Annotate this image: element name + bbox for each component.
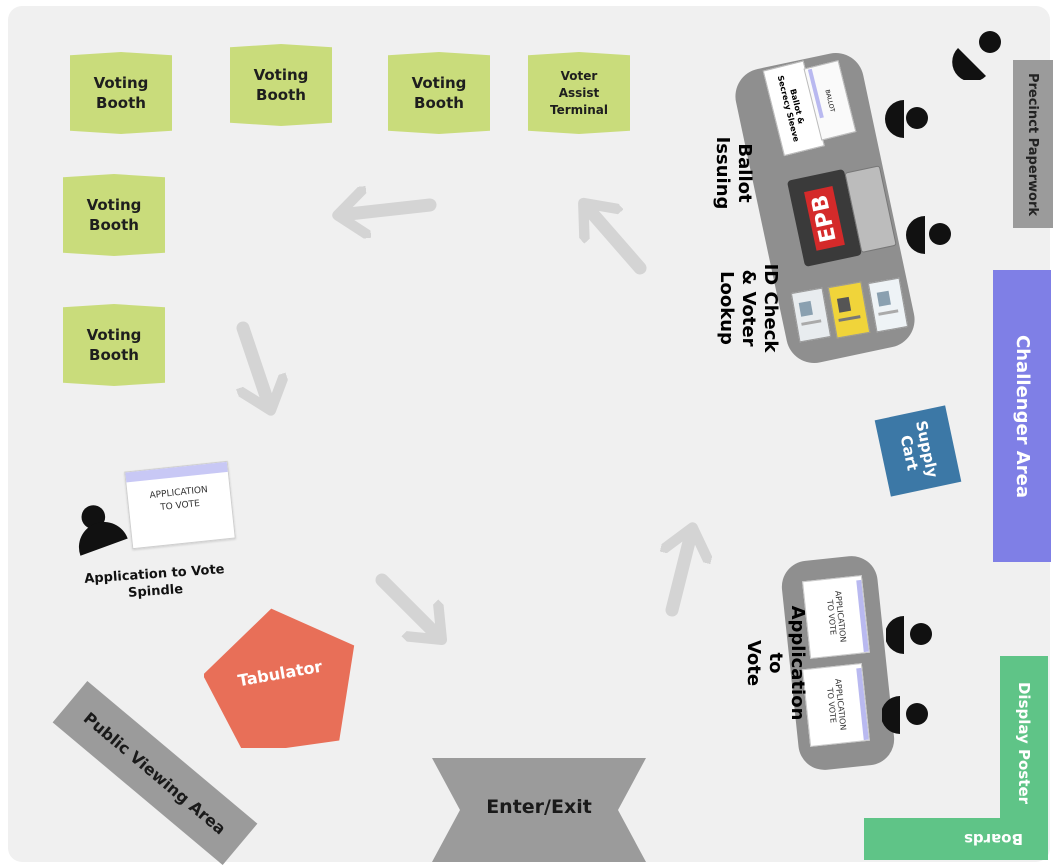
challenger-area-block: Challenger Area	[993, 270, 1051, 562]
arrow-icon	[672, 530, 692, 617]
person-icon	[882, 696, 928, 734]
tabulator-shape	[204, 608, 355, 748]
person-icon	[906, 216, 951, 254]
ballot-issuing-label: Ballot Issuing	[712, 136, 755, 210]
voter-assist-terminal: Voter Assist Terminal	[528, 52, 630, 134]
person-icon	[78, 505, 128, 556]
voting-booth-4: Voting Booth	[63, 174, 165, 256]
voting-booth-3: Voting Booth	[388, 52, 490, 134]
challenger-area-label: Challenger Area	[1011, 334, 1033, 498]
voting-booth-1: Voting Booth	[70, 52, 172, 134]
arrow-icon	[243, 321, 270, 408]
spindle-card: APPLICATION TO VOTE	[124, 460, 236, 550]
precinct-paperwork-label: Precinct Paperwork	[1025, 72, 1041, 216]
id-check-label: ID Check & Voter Lookup	[716, 263, 781, 353]
person-icon	[885, 100, 928, 138]
precinct-paperwork-block: Precinct Paperwork	[1013, 60, 1053, 228]
enter-exit-label: Enter/Exit	[486, 796, 592, 818]
person-icon	[886, 616, 932, 654]
arrow-icon	[585, 205, 647, 275]
boards-block: Boards	[864, 818, 1048, 860]
person-icon	[952, 31, 1001, 80]
enter-exit-shape	[432, 758, 646, 862]
epb-label: EPB	[804, 185, 845, 251]
display-poster-label: Display Poster	[1015, 681, 1033, 805]
application-to-vote-station-label: Application to Vote	[743, 605, 808, 721]
arrow-icon	[340, 205, 437, 215]
arrow-icon	[375, 573, 440, 638]
supply-cart-label: Supply Cart	[896, 418, 942, 480]
voting-booth-2: Voting Booth	[230, 44, 332, 126]
voting-booth-5: Voting Booth	[63, 304, 165, 386]
boards-label: Boards	[964, 830, 1023, 848]
